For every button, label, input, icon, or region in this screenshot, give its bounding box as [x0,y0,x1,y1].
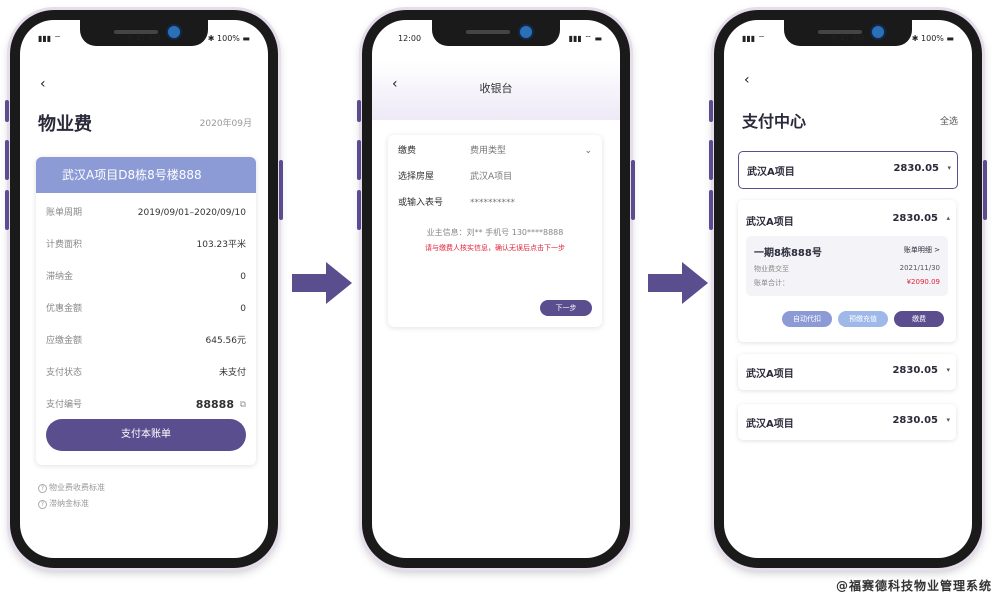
prepay-button[interactable]: 预缴充值 [838,311,888,327]
back-icon[interactable]: ‹ [40,76,46,92]
owner-info: 业主信息：刘** 手机号 130****8888 [426,228,564,237]
fee-standard-link[interactable]: ?物业费收费标准 [38,482,105,493]
pay-button[interactable]: 缴费 [894,311,944,327]
late-fee-standard-link[interactable]: ?滞纳金标准 [38,498,89,509]
bill-row: 支付状态未支付 [46,368,246,378]
page-title: 支付中心 [742,112,807,131]
bill-month: 2020年09月 [199,119,252,129]
footer-credit: @福赛德科技物业管理系统 [835,579,992,593]
chevron-down-icon: ⌄ [584,146,592,156]
copy-icon[interactable]: ⧉ [239,400,246,410]
phone-frame-cashier: 12:00 ▮▮▮ ⌔ ▬ ‹ 收银台 缴费费用类型⌄ 选择房屋武汉A项目 或输… [357,10,635,568]
status-bar: 12:00 ▮▮▮ ⌔ ▬ [372,34,620,46]
help-icon: ? [38,500,47,509]
house-select[interactable]: 选择房屋武汉A项目 [398,172,513,182]
flow-arrow-icon [648,262,708,304]
battery-indicator: ✱ 100% ▬ [207,34,250,43]
project-name: 武汉A项目 [746,217,794,228]
phone-frame-bill: ▮▮▮ ⌔ 9:41 AM ✱ 100% ▬ ‹ 物业费 2020年09月 武汉… [5,10,283,568]
caret-down-icon: ▾ [946,366,950,374]
status-time: 9:41 AM [831,34,865,43]
help-icon: ? [38,484,47,493]
status-time: 9:41 AM [127,34,161,43]
page-title: 收银台 [479,82,513,95]
caret-down-icon: ▾ [946,416,950,424]
bill-detail-link[interactable]: 账单明细 > [903,246,940,254]
flow-arrow-icon [292,262,352,304]
status-bar: ▮▮▮ ⌔ 9:41 AM ✱ 100% ▬ [724,34,972,46]
back-icon[interactable]: ‹ [744,72,750,88]
status-time: 12:00 [398,34,422,43]
pay-bill-button[interactable]: 支付本账单 [46,419,246,451]
screen: 12:00 ▮▮▮ ⌔ ▬ ‹ 收银台 缴费费用类型⌄ 选择房屋武汉A项目 或输… [372,20,620,558]
screen: ▮▮▮ ⌔ 9:41 AM ✱ 100% ▬ ‹ 物业费 2020年09月 武汉… [20,20,268,558]
next-button[interactable]: 下一步 [540,300,592,316]
page-title: 物业费 [38,114,92,135]
unit-name: 一期8栋888号 [754,248,822,259]
status-bar: ▮▮▮ ⌔ 9:41 AM ✱ 100% ▬ [20,34,268,46]
signal-icon: ▮▮▮ ⌔ ▬ [568,34,602,43]
signal-icon: ▮▮▮ ⌔ [742,34,766,43]
verify-warning: 请与缴费人核实信息，确认无误后点击下一步 [425,244,565,252]
caret-down-icon: ▾ [947,164,951,172]
back-icon[interactable]: ‹ [392,76,398,92]
cashier-form: 缴费费用类型⌄ 选择房屋武汉A项目 或输入表号********** 业主信息：刘… [388,135,602,327]
bill-card-title: 武汉A项目D8栋8号楼888 [36,157,256,193]
battery-indicator: ✱ 100% ▬ [911,34,954,43]
signal-icon: ▮▮▮ ⌔ [38,34,62,43]
meter-number-input[interactable]: 或输入表号********** [398,198,515,208]
caret-up-icon[interactable]: ▴ [946,214,950,222]
auto-debit-button[interactable]: 自动代扣 [782,311,832,327]
fee-type-select[interactable]: 缴费费用类型⌄ [398,143,592,159]
select-all-button[interactable]: 全选 [939,117,958,127]
project-amount: 2830.05 [892,213,938,224]
